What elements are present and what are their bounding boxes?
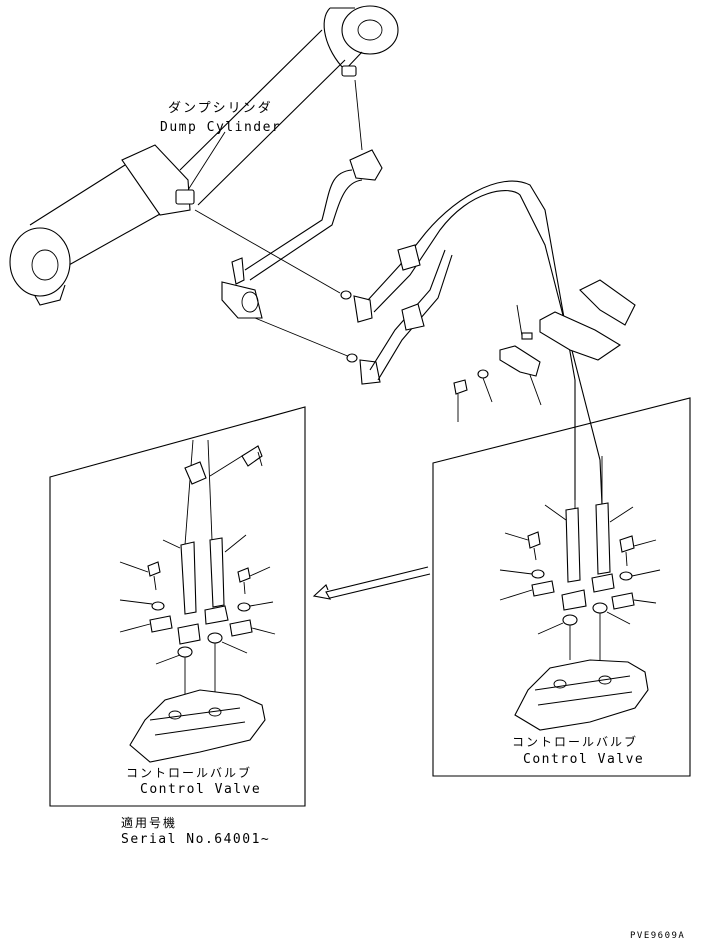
dump-cylinder-label-jp: ダンプシリンダ xyxy=(168,101,273,116)
pipe-assembly xyxy=(194,79,383,363)
control-valve-left-label: Control Valve xyxy=(140,782,261,797)
control-valve-left-label-jp: コントロールバルブ xyxy=(126,765,252,780)
reference-arrow xyxy=(312,566,431,600)
hose-assembly xyxy=(353,180,603,506)
dump-cylinder-label: Dump Cylinder xyxy=(160,120,281,135)
control-valve-right-label-jp: コントロールバルブ xyxy=(512,734,638,749)
bracket-assembly xyxy=(453,279,636,422)
serial-label-jp: 適用号機 xyxy=(121,815,177,830)
drawing-code: PVE9609A xyxy=(630,931,685,941)
left-detail-box xyxy=(49,406,306,807)
right-detail-box xyxy=(432,397,691,777)
dump-cylinder xyxy=(9,5,399,306)
cylinder-leader xyxy=(187,131,226,191)
serial-number-label: Serial No.64001~ xyxy=(121,832,270,847)
control-valve-right-label: Control Valve xyxy=(523,752,644,767)
